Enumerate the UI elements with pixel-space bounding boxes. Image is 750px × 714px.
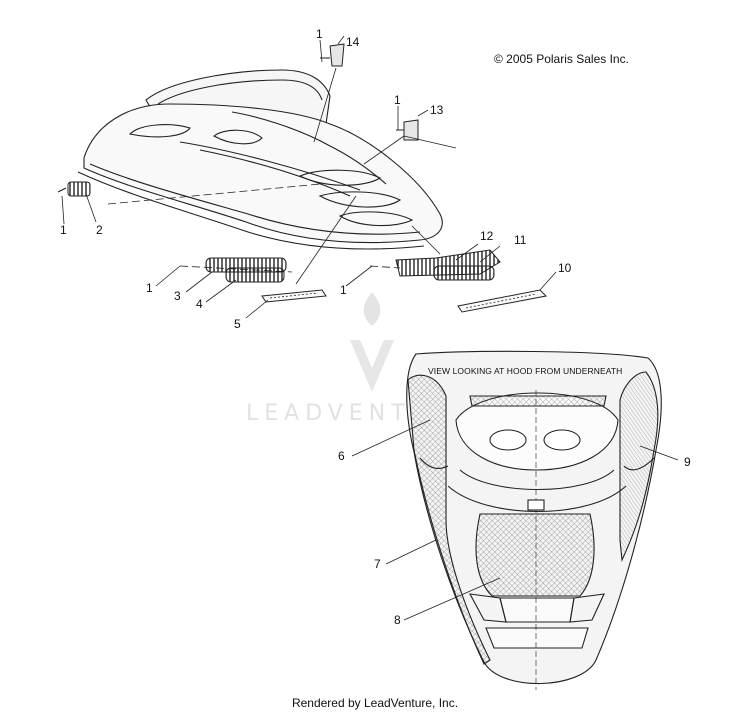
callout-3: 3 [174, 289, 181, 303]
callout-1: 1 [146, 281, 153, 295]
callout-1: 1 [60, 223, 67, 237]
callout-14: 14 [346, 35, 360, 49]
callout-1: 1 [340, 283, 347, 297]
callout-4: 4 [196, 297, 203, 311]
callout-13: 13 [430, 103, 444, 117]
callout-12: 12 [480, 229, 494, 243]
front-grille-left-parts-3-4 [205, 257, 287, 283]
leader-lines-top [61, 35, 557, 319]
hood-top-view [77, 69, 443, 250]
clip-part-13 [396, 119, 419, 141]
callout-8: 8 [394, 613, 401, 627]
trim-strip-part-10 [457, 289, 548, 313]
left-side-grille-part-2 [57, 181, 91, 197]
callout-11: 11 [514, 233, 527, 247]
callout-5: 5 [234, 317, 241, 331]
front-grille-right-parts-11-12 [395, 249, 501, 281]
callout-6: 6 [338, 449, 345, 463]
leader-lines-bottom [351, 419, 679, 621]
clip-part-14 [320, 43, 345, 67]
callout-10: 10 [558, 261, 572, 275]
callout-9: 9 [684, 455, 691, 469]
callout-1: 1 [394, 93, 401, 107]
callout-2: 2 [96, 223, 103, 237]
trim-strip-part-5 [261, 289, 327, 303]
callout-1: 1 [316, 27, 323, 41]
callouts: 1 14 1 13 1 2 1 3 4 5 1 12 11 10 6 7 8 9 [60, 27, 691, 627]
copyright-notice: © 2005 Polaris Sales Inc. [494, 52, 629, 66]
callout-7: 7 [374, 557, 381, 571]
footer-credit: Rendered by LeadVenture, Inc. [291, 696, 459, 710]
view-note: VIEW LOOKING AT HOOD FROM UNDERNEATH [428, 366, 623, 376]
hood-underside-view [406, 350, 662, 690]
